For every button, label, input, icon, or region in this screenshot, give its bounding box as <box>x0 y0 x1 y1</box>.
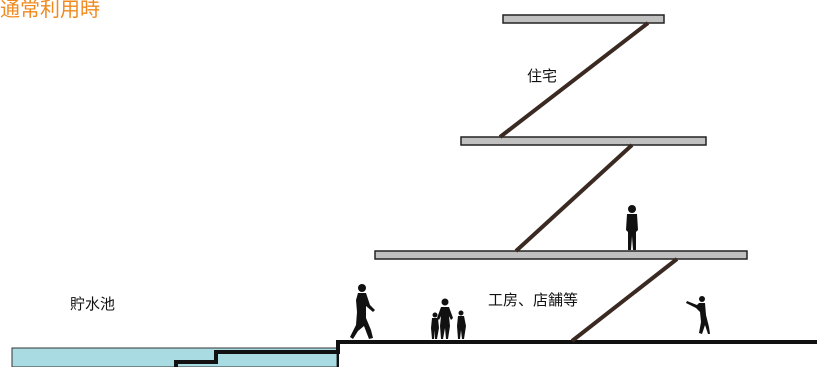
floor-slab-middle <box>460 136 707 146</box>
floor-slab-top <box>502 14 665 24</box>
label-workshop: 工房、店舗等 <box>488 291 579 309</box>
diagram-title: 通常利用時 <box>0 0 100 21</box>
floor-slab-lower <box>374 250 748 260</box>
stair-top <box>498 21 650 139</box>
person-walking-icon <box>350 284 375 339</box>
label-reservoir: 貯水池 <box>70 295 116 313</box>
person-standing-icon <box>626 205 638 250</box>
person-pointing-icon <box>686 296 710 334</box>
label-housing: 住宅 <box>527 67 558 85</box>
stair-middle <box>514 143 634 253</box>
stair-ground <box>570 257 679 343</box>
family-icon <box>431 298 466 339</box>
